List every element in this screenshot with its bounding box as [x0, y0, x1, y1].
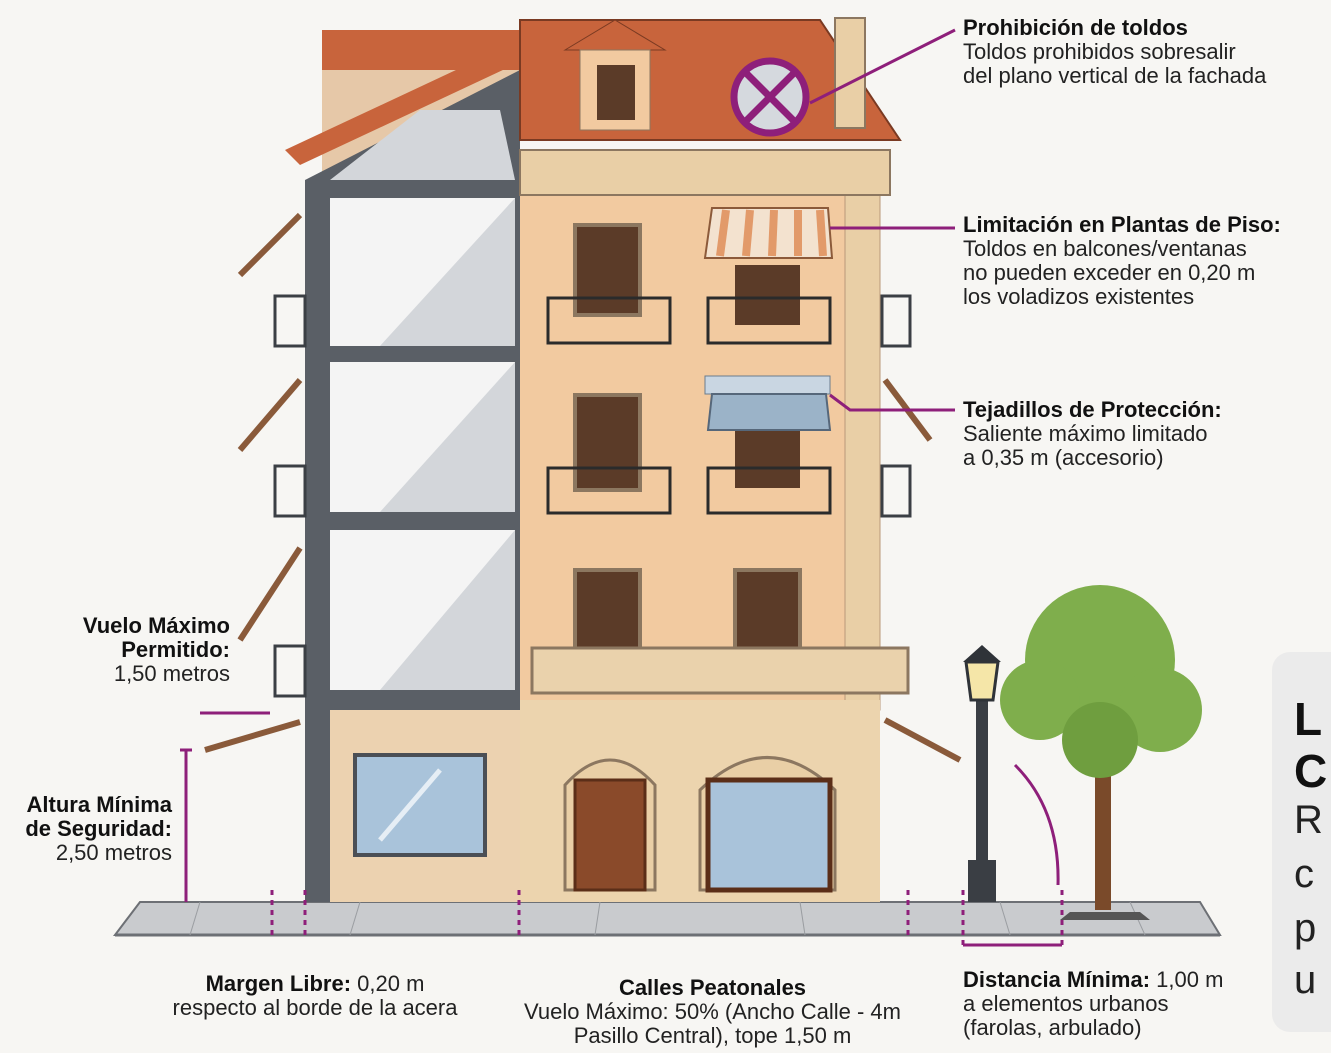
- side-card-text: p: [1294, 906, 1317, 950]
- window-2-left: [546, 393, 672, 515]
- blue-awning: [704, 375, 832, 431]
- side-card-text: R: [1294, 798, 1323, 842]
- annotation-lines: [180, 28, 1064, 950]
- annotation-vuelo: Vuelo Máximo Permitido: 1,50 metros: [40, 614, 230, 686]
- annotation-text: los voladizos existentes: [963, 284, 1195, 309]
- tree: [1000, 585, 1202, 920]
- side-card: L C R c p u: [1272, 652, 1331, 1032]
- annotation-text: a 0,35 m (accesorio): [963, 445, 1164, 470]
- prohibition-icon: [730, 57, 810, 137]
- annotation-title: Distancia Mínima:: [963, 967, 1151, 992]
- annotation-text: Vuelo Máximo: 50% (Ancho Calle - 4m: [523, 999, 901, 1024]
- annotation-title: Altura Mínima: [26, 792, 172, 817]
- section-cutaway: [285, 30, 520, 902]
- annotation-limitacion: Limitación en Plantas de Piso: Toldos en…: [963, 213, 1281, 309]
- annotation-title: Calles Peatonales: [618, 975, 807, 1000]
- annotation-text: Pasillo Central), tope 1,50 m: [573, 1023, 852, 1048]
- annotation-text: Toldos prohibidos sobresalir: [963, 39, 1236, 64]
- annotation-text: respecto al borde de la acera: [172, 995, 458, 1020]
- annotation-prohibicion: Prohibición de toldos Toldos prohibidos …: [963, 16, 1266, 88]
- annotation-title: Vuelo Máximo: [82, 613, 230, 638]
- left-balconies: [204, 212, 307, 753]
- annotation-title: de Seguridad:: [25, 816, 172, 841]
- annotation-text: a elementos urbanos: [963, 991, 1169, 1016]
- annotation-tejadillos: Tejadillos de Protección: Saliente máxim…: [963, 398, 1222, 470]
- annotation-title: Prohibición de toldos: [963, 15, 1188, 40]
- annotation-title: Tejadillos de Protección:: [963, 397, 1222, 422]
- window-1-left: [546, 223, 672, 345]
- annotation-text: no pueden exceder en 0,20 m: [963, 260, 1256, 285]
- side-card-text: L: [1294, 693, 1323, 745]
- annotation-text: (farolas, arbulado): [963, 1015, 1142, 1040]
- annotation-value: 1,00 m: [1150, 967, 1224, 992]
- window-2-right: [706, 428, 832, 515]
- annotation-distancia: Distancia Mínima: 1,00 m a elementos urb…: [963, 968, 1223, 1040]
- annotation-margen: Margen Libre: 0,20 m respecto al borde d…: [150, 972, 480, 1020]
- annotation-title: Margen Libre:: [205, 971, 352, 996]
- window-1-right: [706, 265, 832, 345]
- sidewalk: [112, 901, 1222, 937]
- annotation-text: Toldos en balcones/ventanas: [963, 236, 1247, 261]
- annotation-text: Saliente máximo limitado: [963, 421, 1208, 446]
- annotation-value: 1,50 metros: [113, 661, 230, 686]
- annotation-altura: Altura Mínima de Seguridad: 2,50 metros: [0, 793, 172, 865]
- annotation-title: Limitación en Plantas de Piso:: [963, 212, 1281, 237]
- side-card-text: c: [1294, 852, 1314, 896]
- side-card-text: u: [1294, 958, 1317, 1002]
- striped-awning: [703, 207, 834, 259]
- annotation-value: 2,50 metros: [55, 840, 172, 865]
- ground-floor: [563, 756, 837, 893]
- windows: [530, 223, 910, 695]
- street-lamp: [963, 645, 1001, 902]
- annotation-text: del plano vertical de la fachada: [963, 63, 1267, 88]
- annotation-title: Permitido:: [121, 637, 230, 662]
- annotation-peatonales: Calles Peatonales Vuelo Máximo: 50% (Anc…: [520, 976, 905, 1048]
- side-card-text: C: [1294, 745, 1328, 797]
- annotation-value: 0,20 m: [351, 971, 425, 996]
